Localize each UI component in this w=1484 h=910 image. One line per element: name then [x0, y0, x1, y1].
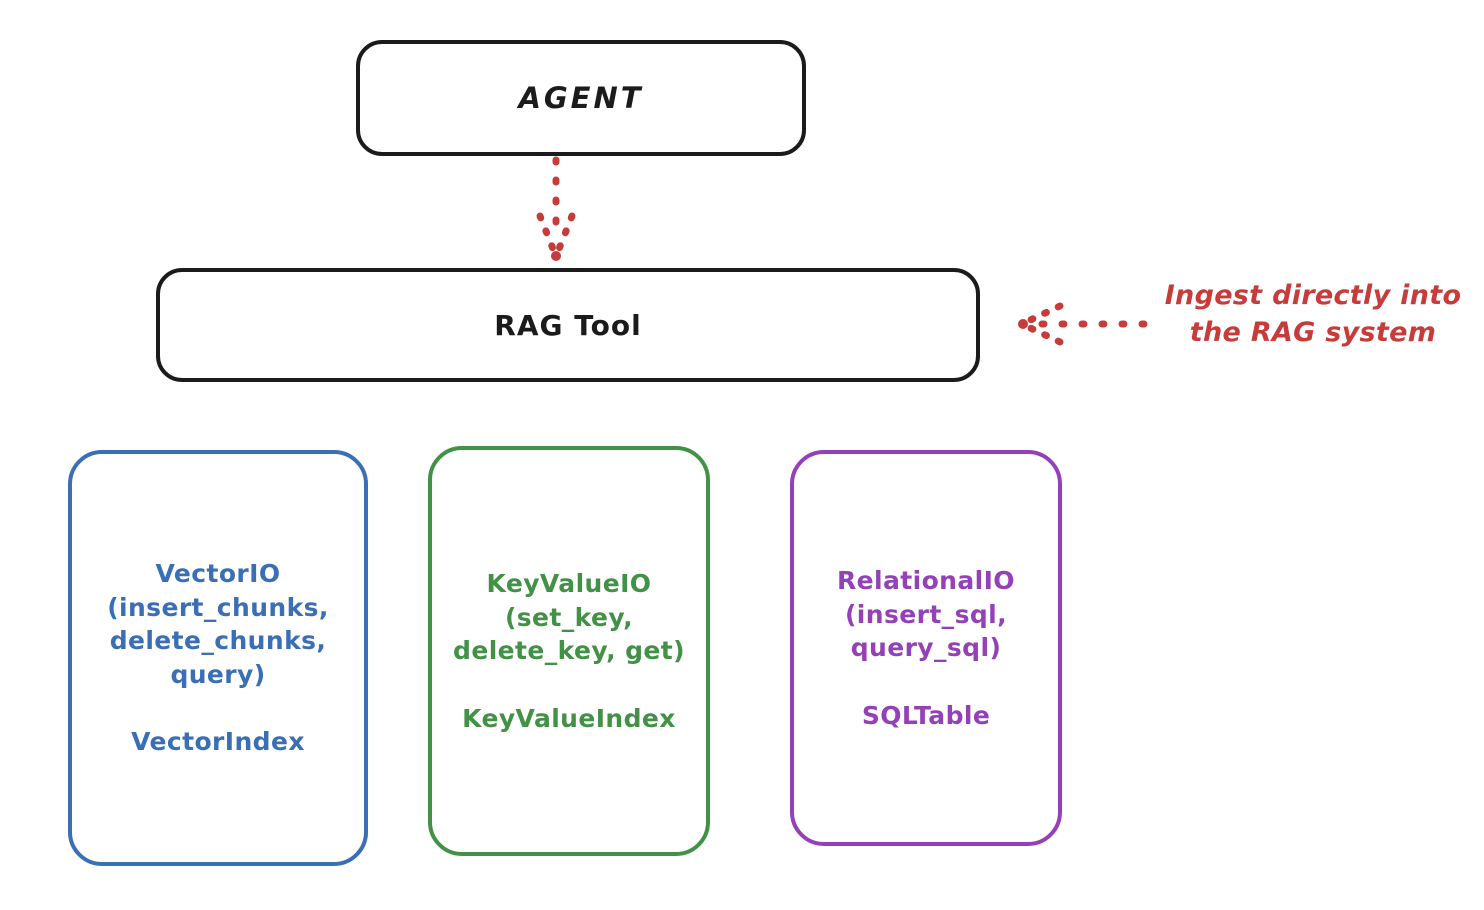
connector-annotation-to-rag-tool-icon	[1018, 302, 1148, 346]
annotation-ingest-note: Ingest directly into the RAG system	[1164, 280, 1462, 349]
node-key-value-io-content: KeyValueIO (set_key, delete_key, get) Ke…	[432, 567, 706, 735]
node-agent-label: AGENT	[518, 81, 644, 115]
node-rag-tool-label: RAG Tool	[494, 308, 642, 342]
node-agent[interactable]: AGENT	[356, 40, 806, 156]
node-key-value-io-index: KeyValueIndex	[462, 703, 676, 733]
node-rag-tool[interactable]: RAG Tool	[156, 268, 980, 382]
node-relational-io-api: RelationalIO (insert_sql, query_sql)	[837, 566, 1015, 662]
node-relational-io-content: RelationalIO (insert_sql, query_sql) SQL…	[794, 564, 1058, 732]
node-vector-io-content: VectorIO (insert_chunks, delete_chunks, …	[72, 557, 364, 759]
connector-agent-to-rag-tool-icon	[536, 156, 576, 261]
node-relational-io-index: SQLTable	[861, 700, 991, 730]
node-key-value-io-api: KeyValueIO (set_key, delete_key, get)	[453, 569, 685, 665]
node-key-value-io[interactable]: KeyValueIO (set_key, delete_key, get) Ke…	[428, 446, 710, 856]
node-relational-io[interactable]: RelationalIO (insert_sql, query_sql) SQL…	[790, 450, 1062, 846]
node-vector-io-api: VectorIO (insert_chunks, delete_chunks, …	[107, 559, 329, 689]
node-vector-io-index: VectorIndex	[131, 727, 305, 757]
node-vector-io[interactable]: VectorIO (insert_chunks, delete_chunks, …	[68, 450, 368, 866]
